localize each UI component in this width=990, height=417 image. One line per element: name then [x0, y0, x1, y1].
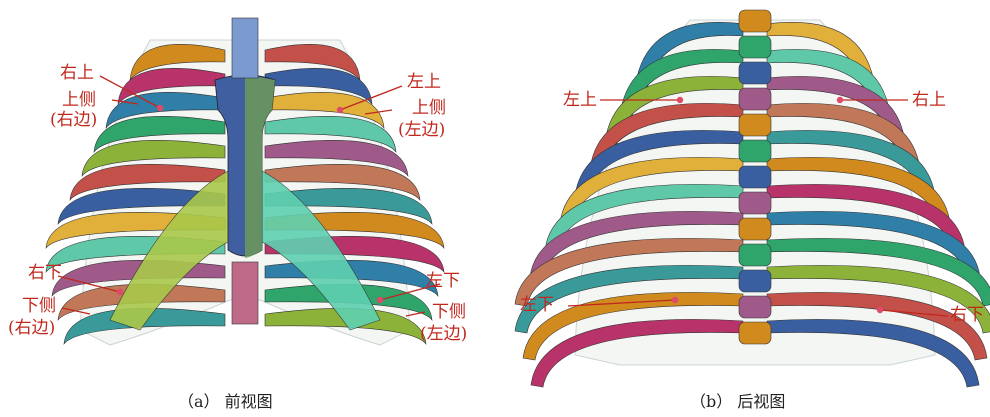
- leader-dot: [117, 289, 123, 295]
- vertebra: [739, 270, 771, 292]
- label-b-right-upper: 右上: [912, 90, 946, 110]
- vertebra: [739, 218, 771, 240]
- leader-dot: [677, 97, 683, 103]
- label-a-left-lower: 左下: [426, 271, 460, 291]
- vertebra: [739, 140, 771, 162]
- vertebra: [739, 322, 771, 344]
- back-view-panel: [515, 10, 990, 387]
- spine-top: [232, 18, 258, 78]
- label-b-left-lower: 左下: [520, 295, 554, 315]
- label-b-left-upper: 左上: [563, 90, 597, 110]
- label-b-right-lower: 右下: [950, 305, 984, 325]
- front-view-panel: [46, 18, 444, 345]
- label-a-lower-side: 下侧: [22, 296, 56, 316]
- label-a-lower-side-l: 下侧: [432, 302, 466, 322]
- leader-dot: [377, 297, 383, 303]
- caption-b-letter: （b）: [690, 392, 732, 411]
- label-a-right-upper: 右上: [60, 63, 94, 83]
- caption-a: （a） 前视图: [178, 388, 273, 412]
- label-a-lower-side-right: (右边): [8, 318, 55, 338]
- label-a-upper-side-right: (右边): [50, 110, 97, 130]
- caption-a-letter: （a）: [178, 392, 220, 411]
- label-a-upper-side-l: 上侧: [412, 98, 446, 118]
- vertebra: [739, 192, 771, 214]
- vertebra: [739, 296, 771, 318]
- caption-b: （b） 后视图: [690, 388, 785, 412]
- label-a-left-upper: 左上: [407, 72, 441, 92]
- label-a-upper-side: 上侧: [62, 90, 96, 110]
- vertebra: [739, 166, 771, 188]
- leader-dot: [337, 107, 343, 113]
- vertebra: [739, 62, 771, 84]
- vertebra: [739, 244, 771, 266]
- leader-dot: [157, 105, 163, 111]
- label-a-right-lower: 右下: [28, 263, 62, 283]
- leader-dot: [877, 307, 883, 313]
- vertebra: [739, 10, 771, 32]
- leader-dot: [672, 297, 678, 303]
- vertebra: [739, 114, 771, 136]
- spine-bottom: [232, 262, 258, 324]
- leader-dot: [837, 97, 843, 103]
- caption-a-title: 前视图: [225, 392, 273, 411]
- vertebra: [739, 88, 771, 110]
- vertebra: [739, 36, 771, 58]
- label-a-upper-side-left: (左边): [398, 120, 445, 140]
- label-a-lower-side-left: (左边): [420, 324, 467, 344]
- caption-b-title: 后视图: [737, 392, 785, 411]
